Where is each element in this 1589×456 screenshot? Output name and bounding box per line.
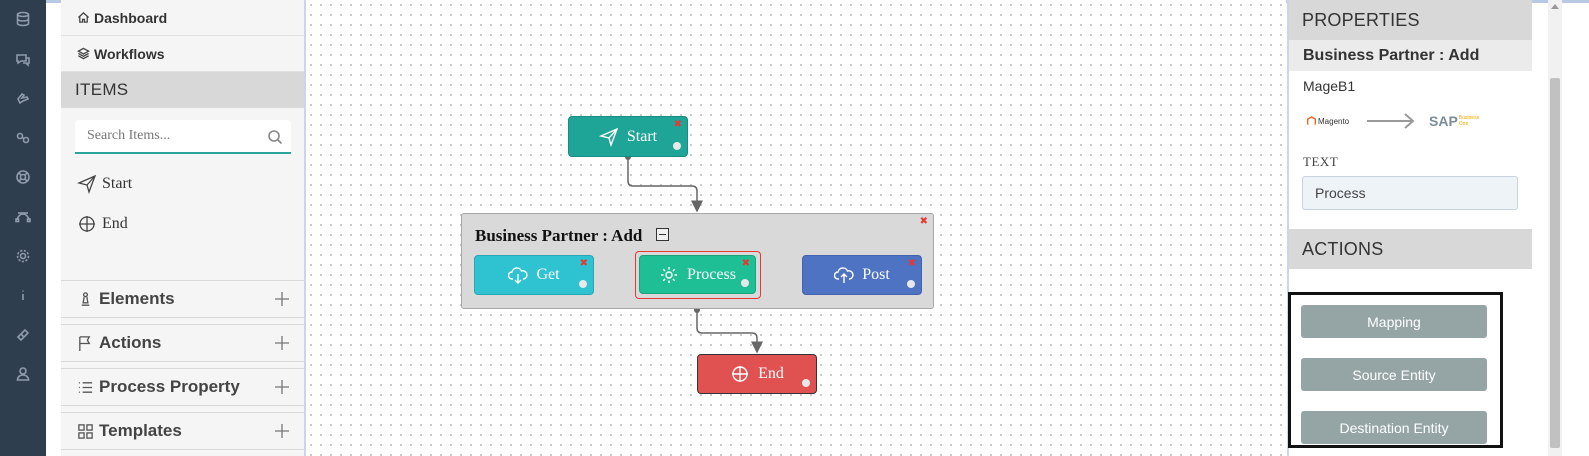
- workflow-canvas[interactable]: Start ✖ Business Partner : Add ✖ Get ✖ P…: [306, 0, 1286, 456]
- accordion-actions-label: Actions: [99, 333, 162, 352]
- group-title: Business Partner : Add: [475, 226, 643, 245]
- properties-title: Business Partner : Add: [1289, 40, 1532, 71]
- send-icon: [77, 174, 97, 194]
- link-icon[interactable]: [12, 127, 34, 149]
- actions-header: ACTIONS: [1289, 229, 1532, 269]
- collapse-icon[interactable]: [656, 228, 669, 241]
- output-port[interactable]: [802, 379, 810, 387]
- accordion-actions[interactable]: Actions: [61, 324, 304, 362]
- node-post-label: Post: [862, 266, 890, 283]
- node-process-selection[interactable]: Process ✖: [635, 251, 761, 299]
- info-icon[interactable]: [12, 284, 34, 306]
- actions-group: Mapping Source Entity Destination Entity: [1288, 292, 1503, 448]
- node-process-label: Process: [687, 265, 736, 283]
- palette-item-start[interactable]: Start: [77, 174, 132, 194]
- node-get[interactable]: Get ✖: [474, 255, 594, 295]
- nav-workflows[interactable]: Workflows: [61, 36, 304, 72]
- gear-icon: [661, 266, 678, 283]
- integration-logos: Magento SAP Business One: [1307, 110, 1487, 132]
- accordion-elements[interactable]: Elements: [61, 280, 304, 318]
- delete-icon[interactable]: ✖: [673, 119, 682, 130]
- icon-rail: [0, 0, 46, 456]
- palette-item-start-label: Start: [102, 175, 133, 192]
- hand-icon[interactable]: [12, 87, 34, 109]
- nav-dashboard-label: Dashboard: [94, 9, 168, 26]
- items-header: ITEMS: [61, 72, 304, 108]
- source-entity-button[interactable]: Source Entity: [1301, 358, 1487, 391]
- search-box: [75, 120, 291, 154]
- expand-plus-icon[interactable]: [274, 423, 290, 439]
- output-port[interactable]: [579, 280, 587, 288]
- grid-icon: [78, 423, 93, 439]
- magento-logo-text: Magento: [1318, 116, 1350, 126]
- search-input[interactable]: [75, 120, 255, 152]
- properties-panel: PROPERTIES Business Partner : Add MageB1…: [1287, 0, 1532, 456]
- scrollbar-thumb[interactable]: [1550, 78, 1560, 448]
- accordion-process-property-label: Process Property: [99, 377, 240, 396]
- cloud-upload-icon: [834, 267, 854, 283]
- list-icon: [78, 381, 93, 393]
- scrollbar[interactable]: [1548, 0, 1562, 456]
- accordion-process-property[interactable]: Process Property: [61, 368, 304, 406]
- node-post[interactable]: Post ✖: [802, 255, 922, 295]
- delete-icon[interactable]: ✖: [919, 216, 928, 227]
- cloud-download-icon: [508, 267, 529, 284]
- accordion-templates[interactable]: Templates: [61, 412, 304, 450]
- node-end-label: End: [758, 365, 784, 382]
- expand-plus-icon[interactable]: [274, 379, 290, 395]
- crosshair-icon: [732, 366, 749, 382]
- gear-icon[interactable]: [12, 245, 34, 267]
- node-end[interactable]: End: [697, 354, 817, 394]
- nav-workflows-label: Workflows: [94, 45, 165, 62]
- properties-header: PROPERTIES: [1289, 0, 1532, 40]
- group-business-partner-add[interactable]: Business Partner : Add ✖ Get ✖ Process ✖…: [461, 213, 934, 309]
- expand-plus-icon[interactable]: [274, 335, 290, 351]
- flag-icon: [79, 335, 91, 351]
- sap-b1-logo: SAP Business One: [1429, 110, 1481, 132]
- database-icon[interactable]: [12, 8, 34, 30]
- text-label: TEXT: [1303, 154, 1339, 169]
- search-icon[interactable]: [267, 129, 283, 145]
- sap-logo-text: SAP: [1429, 113, 1458, 129]
- lifebuoy-icon[interactable]: [12, 166, 34, 188]
- mapping-button[interactable]: Mapping: [1301, 305, 1487, 338]
- output-port[interactable]: [673, 142, 681, 150]
- text-field[interactable]: [1302, 176, 1518, 210]
- connector-group-end: [696, 310, 763, 354]
- delete-icon[interactable]: ✖: [741, 258, 750, 269]
- chat-icon[interactable]: [12, 48, 34, 70]
- accordion-elements-label: Elements: [99, 289, 175, 308]
- crosshair-icon: [79, 216, 95, 232]
- delete-icon[interactable]: ✖: [907, 258, 916, 269]
- node-get-label: Get: [536, 266, 560, 283]
- layers-icon: [77, 47, 90, 60]
- connector-start-group: [627, 157, 703, 213]
- palette-item-end[interactable]: End: [77, 214, 128, 234]
- magento-logo: Magento: [1307, 110, 1357, 132]
- user-icon[interactable]: [12, 363, 34, 385]
- home-icon: [77, 11, 90, 23]
- properties-subtitle: MageB1: [1303, 78, 1356, 94]
- scroll-up-icon[interactable]: [1551, 4, 1559, 9]
- destination-entity-button[interactable]: Destination Entity: [1301, 411, 1487, 444]
- accordion-templates-label: Templates: [99, 421, 182, 440]
- expand-plus-icon[interactable]: [274, 291, 290, 307]
- node-process[interactable]: Process ✖: [639, 255, 756, 294]
- nav-dashboard[interactable]: Dashboard: [61, 0, 304, 36]
- output-port[interactable]: [741, 279, 749, 287]
- delete-icon[interactable]: ✖: [579, 258, 588, 269]
- sap-logo-subtext: Business One: [1458, 115, 1480, 127]
- chess-pawn-icon: [81, 291, 90, 306]
- sidebar: Dashboard Workflows ITEMS Start End Elem…: [61, 0, 306, 456]
- bezier-icon[interactable]: [12, 205, 34, 227]
- node-start-label: Start: [626, 127, 658, 145]
- palette-item-end-label: End: [102, 215, 128, 232]
- send-icon: [598, 127, 619, 147]
- output-port[interactable]: [907, 280, 915, 288]
- arrow-right-icon: [1367, 113, 1415, 129]
- ticket-icon[interactable]: [12, 324, 34, 346]
- node-start[interactable]: Start ✖: [568, 116, 688, 157]
